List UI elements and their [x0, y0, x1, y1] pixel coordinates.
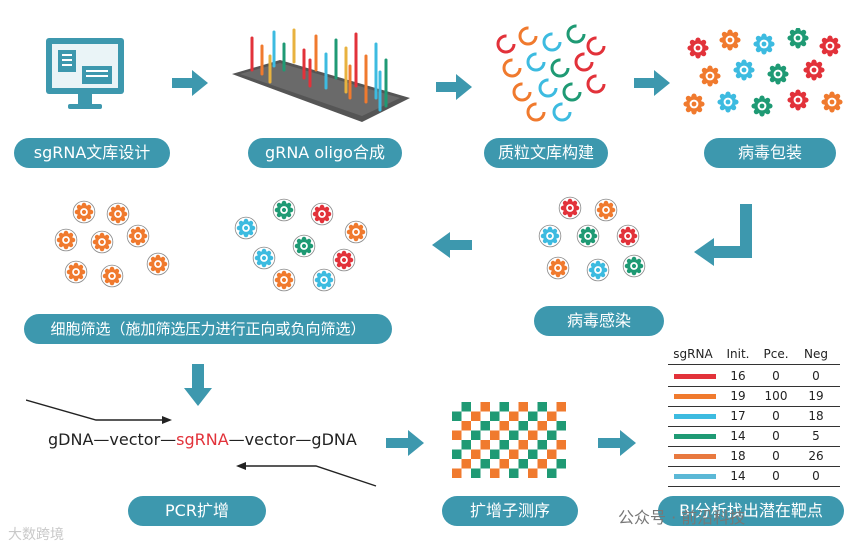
table-divider — [668, 446, 840, 447]
construct-part3: —vector—gDNA — [228, 430, 357, 449]
table-cell-pce: 100 — [764, 389, 788, 403]
table-divider — [668, 386, 840, 387]
table-row: 19 100 19 — [668, 388, 840, 404]
table-divider — [668, 466, 840, 467]
table-row: 14 0 5 — [668, 428, 840, 444]
table-cell-neg: 5 — [812, 429, 820, 443]
table-cell-init: 14 — [730, 469, 746, 483]
step-bi-analysis: BI分析找出潜在靶点 — [658, 496, 844, 526]
table-row: 18 0 26 — [668, 448, 840, 464]
cell-icon — [234, 198, 368, 292]
table-row: 17 0 18 — [668, 408, 840, 424]
header-pce: Pce. — [763, 347, 789, 361]
table-row-color-bar — [674, 434, 716, 439]
table-cell-pce: 0 — [772, 409, 780, 423]
table-cell-neg: 0 — [812, 369, 820, 383]
step-plasmid-library: 质粒文库构建 — [484, 138, 608, 168]
cell-icon — [54, 200, 170, 288]
table-row-color-bar — [674, 394, 716, 399]
step-cell-screening: 细胞筛选（施加筛选压力进行正向或负向筛选） — [24, 314, 392, 344]
step-virus-infection: 病毒感染 — [534, 306, 664, 336]
construct-sgrna: sgRNA — [176, 430, 229, 449]
header-sgrna: sgRNA — [673, 347, 713, 361]
arrow-left — [432, 232, 472, 258]
table-divider — [668, 426, 840, 427]
step-library-design: sgRNA文库设计 — [14, 138, 170, 168]
arrow-right-5 — [598, 430, 636, 456]
table-divider — [668, 406, 840, 407]
step-pcr: PCR扩增 — [128, 496, 266, 526]
virus-icon — [683, 28, 843, 117]
table-cell-init: 17 — [730, 409, 746, 423]
arrow-right-1 — [172, 70, 208, 96]
table-header: sgRNA Init. Pce. Neg — [668, 346, 840, 362]
header-neg: Neg — [804, 347, 828, 361]
table-row: 14 0 0 — [668, 468, 840, 484]
table-cell-pce: 0 — [772, 469, 780, 483]
table-cell-pce: 0 — [772, 449, 780, 463]
table-divider — [668, 486, 840, 487]
checkerboard-icon — [452, 402, 566, 478]
watermark-left: 大数跨境 — [8, 527, 64, 543]
watermark-right: 公众号 · 前沿科技 — [618, 508, 746, 527]
table-row-color-bar — [674, 374, 716, 379]
table-cell-init: 14 — [730, 429, 746, 443]
table-row-color-bar — [674, 454, 716, 459]
table-cell-init: 16 — [730, 369, 746, 383]
arrow-right-2 — [436, 74, 472, 100]
primer-lines — [26, 399, 377, 487]
table-cell-pce: 0 — [772, 429, 780, 443]
monitor-icon — [46, 38, 124, 109]
table-cell-neg: 19 — [808, 389, 824, 403]
arrow-right-4 — [386, 430, 424, 456]
table-cell-neg: 26 — [808, 449, 824, 463]
table-row-color-bar — [674, 474, 716, 479]
table-cell-neg: 0 — [812, 469, 820, 483]
construct-part1: gDNA—vector— — [48, 430, 177, 449]
step-sequencing: 扩增子测序 — [442, 496, 578, 526]
arrow-bend — [694, 204, 752, 266]
table-cell-neg: 18 — [808, 409, 824, 423]
table-divider — [668, 364, 840, 365]
table-cell-init: 19 — [730, 389, 746, 403]
table-cell-init: 18 — [730, 449, 746, 463]
table-row-color-bar — [674, 414, 716, 419]
plasmid-ring-icon — [496, 24, 606, 122]
construct-sequence: gDNA—vector—sgRNA—vector—gDNA — [48, 430, 357, 449]
arrow-right-3 — [634, 70, 670, 96]
step-oligo-synthesis: gRNA oligo合成 — [248, 138, 402, 168]
arrow-down — [184, 364, 212, 406]
step-virus-packaging: 病毒包装 — [704, 138, 836, 168]
cell-icon — [538, 196, 646, 282]
header-init: Init. — [726, 347, 750, 361]
table-cell-pce: 0 — [772, 369, 780, 383]
oligo-array-icon — [232, 28, 410, 122]
